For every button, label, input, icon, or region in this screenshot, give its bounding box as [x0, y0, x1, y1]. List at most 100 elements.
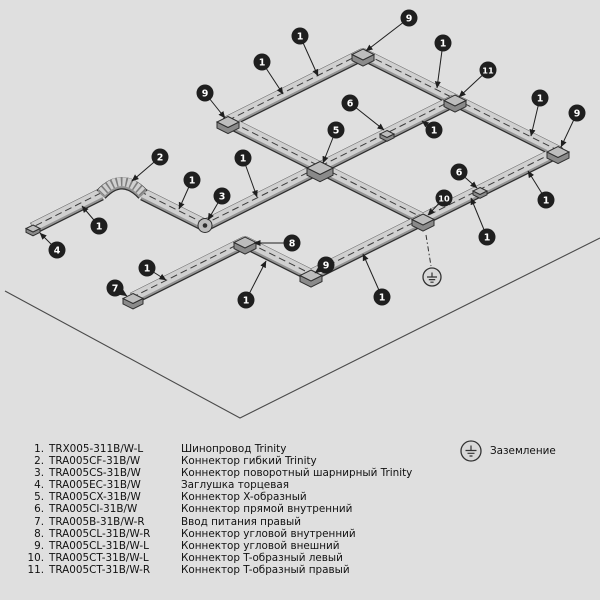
balloon-1: 1: [178, 171, 201, 210]
legend-item-code: TRX005-311B/W-L: [49, 443, 144, 455]
track-runs: [30, 48, 565, 305]
balloon-circle: [568, 104, 586, 122]
legend-item-description: Коннектор прямой внутренний: [181, 503, 353, 516]
legend-item-code: TRA005CL-31B/W-L: [49, 539, 149, 552]
connectors: [24, 48, 571, 310]
legend-item-number: 7.: [34, 515, 44, 528]
balloon-9: 9: [365, 9, 418, 52]
balloon-circle: [434, 34, 452, 52]
balloon-1: 1: [527, 170, 555, 209]
legend-item-description: Коннектор угловой внешний: [181, 539, 340, 552]
balloon-number: 2: [157, 152, 164, 163]
balloon-number: 1: [189, 175, 196, 186]
balloon-9: 9: [560, 104, 586, 148]
corner-connector-outer: [298, 269, 324, 288]
balloon-circle: [283, 234, 301, 252]
power-feed: [121, 292, 145, 310]
balloon-number: 1: [240, 153, 247, 164]
straight-connector: [471, 186, 489, 199]
balloon-8: 8: [253, 234, 301, 252]
legend-item-7: 7. TRA005B-31B/W-R Ввод питания правый: [22, 516, 412, 528]
swivel-connector: [197, 218, 213, 233]
legend-item-description: Заглушка торцевая: [181, 479, 289, 492]
balloon-number: 1: [243, 295, 250, 306]
balloon-number: 11: [482, 65, 494, 75]
x-connector: [305, 160, 335, 183]
balloon-9: 9: [314, 256, 335, 274]
balloon-number: 5: [333, 125, 340, 136]
corner-connector-outer: [545, 145, 571, 165]
legend-item-description: Коннектор угловой внутренний: [181, 527, 356, 540]
corner-connector-outer: [350, 48, 376, 67]
balloon-5: 5: [322, 121, 345, 164]
balloon-number: 1: [379, 292, 386, 303]
balloon-number: 7: [112, 283, 119, 294]
balloon-number: 1: [537, 93, 544, 104]
balloon-number: 9: [406, 13, 413, 24]
end-cap: [24, 224, 42, 237]
balloon-2: 2: [131, 148, 169, 182]
balloon-circle: [425, 121, 443, 139]
balloon-1: 1: [253, 53, 284, 95]
legend-item-description: Ввод питания правый: [181, 515, 301, 528]
balloon-circle: [253, 53, 271, 71]
balloon-number: 1: [431, 125, 438, 136]
balloon-circle: [478, 228, 496, 246]
legend-item-code: TRA005CT-31B/W-L: [49, 551, 149, 564]
ground-connection: [422, 234, 442, 287]
track-run-bottom-tail: [130, 213, 426, 305]
balloon-number: 3: [219, 191, 226, 202]
balloon-number: 1: [259, 57, 266, 68]
legend-item-number: 3.: [34, 467, 44, 480]
legend-item-code: TRA005B-31B/W-R: [49, 515, 145, 528]
flexible-connector-track: [96, 177, 148, 200]
leader-line: [365, 17, 410, 52]
grounding-label: Заземление: [490, 445, 556, 457]
balloon-10: 10: [427, 189, 453, 216]
balloon-circle: [341, 94, 359, 112]
balloon-circle: [151, 148, 169, 166]
balloon-circle: [213, 187, 231, 205]
legend-item-number: 1.: [34, 443, 44, 455]
track-run-left-tail: [30, 188, 104, 235]
balloon-number: 1: [297, 31, 304, 42]
floor-plane: [4, 237, 600, 419]
balloon-1: 1: [421, 120, 443, 139]
legend-item-code: TRA005CT-31B/W-R: [49, 563, 151, 576]
legend-item-number: 6.: [34, 503, 44, 516]
balloon-1: 1: [362, 253, 391, 306]
balloon-circle: [196, 84, 214, 102]
balloon-3: 3: [207, 187, 231, 221]
balloon-1: 1: [237, 260, 267, 309]
balloon-circle: [138, 259, 156, 277]
balloon-number: 1: [484, 232, 491, 243]
balloon-1: 1: [81, 205, 108, 235]
balloon-number: 9: [574, 108, 581, 119]
balloon-number: 8: [289, 238, 296, 249]
balloon-circle: [450, 163, 468, 181]
balloon-1: 1: [470, 197, 496, 246]
legend-item-number: 8.: [34, 527, 44, 540]
legend-item-code: TRA005CF-31B/W: [49, 455, 141, 468]
balloon-circle: [531, 89, 549, 107]
legend-item-code: TRA005EC-31B/W: [49, 479, 141, 492]
legend-item-description: Коннектор T-образный левый: [181, 551, 343, 564]
balloon-11: 11: [458, 61, 497, 98]
legend-item-number: 9.: [34, 539, 44, 552]
balloon-circle: [234, 149, 252, 167]
balloon-circle: [183, 171, 201, 189]
balloon-number: 9: [202, 88, 209, 99]
legend-item-description: Коннектор T-образный правый: [181, 563, 350, 576]
balloon-circle: [106, 279, 124, 297]
balloon-number: 6: [347, 98, 354, 109]
ground-symbol-icon: [422, 267, 442, 287]
balloon-number: 9: [323, 260, 330, 271]
balloon-number: 1: [144, 263, 151, 274]
balloon-circle: [537, 191, 555, 209]
